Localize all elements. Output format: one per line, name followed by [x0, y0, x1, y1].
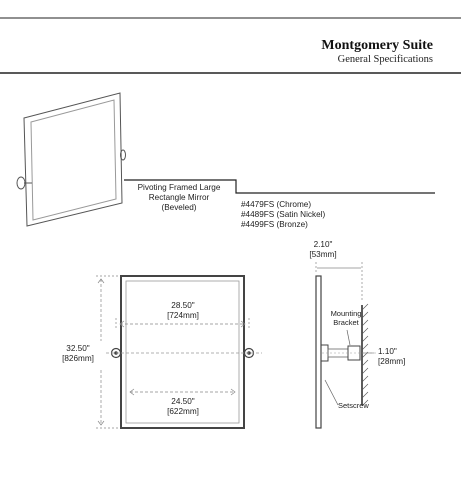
setscrew-leader: [324, 379, 339, 406]
document-title: Montgomery Suite: [321, 38, 433, 53]
product-name: Pivoting Framed Large Rectangle Mirror (…: [126, 183, 232, 213]
label-leader-line: [124, 179, 435, 194]
height-label: 32.50" [826mm]: [62, 344, 94, 363]
mirror-frame-inner: [125, 280, 240, 424]
mounting-bracket-callout: Mounting Bracket: [330, 309, 362, 327]
mirror-edge-profile: [315, 275, 322, 429]
setscrew-callout: Setscrew: [338, 401, 369, 410]
bottom-width-label: 24.50" [622mm]: [167, 397, 199, 416]
mirror-front-view: [106, 275, 262, 429]
product-name-line-2: Rectangle Mirror: [148, 193, 210, 202]
dim-bottom-width: [129, 388, 236, 396]
product-name-line-3: (Beveled): [161, 203, 197, 212]
dim-top-width: [115, 318, 250, 330]
mirror-perspective-sketch: [16, 92, 126, 227]
depth-dimension-label: 2.10" [53mm]: [309, 240, 337, 259]
top-width-label: 28.50" [724mm]: [167, 301, 199, 320]
model-satin-nickel: #4489FS (Satin Nickel): [241, 210, 326, 219]
bracket-dimension-label: 1.10" [28mm]: [378, 347, 406, 366]
wall-hatch: [361, 303, 369, 407]
mounting-bracket-leader: [346, 329, 351, 346]
mirror-side-view: [315, 262, 378, 429]
product-name-line-1: Pivoting Framed Large: [137, 183, 221, 192]
model-bronze: #4499FS (Bronze): [241, 220, 308, 229]
model-list: #4479FS (Chrome) #4489FS (Satin Nickel) …: [241, 200, 325, 230]
model-chrome: #4479FS (Chrome): [241, 200, 312, 209]
dim-height: [96, 275, 120, 429]
document-subtitle: General Specifications: [337, 54, 433, 65]
